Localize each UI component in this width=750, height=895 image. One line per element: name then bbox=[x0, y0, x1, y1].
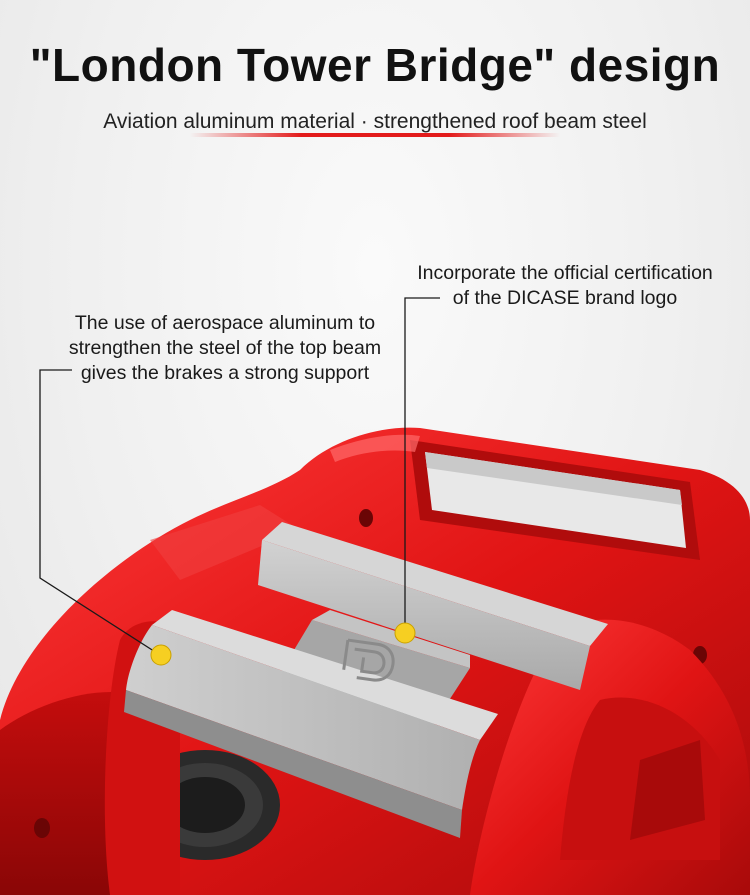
callout-left-line-2: strengthen the steel of the top beam bbox=[68, 337, 382, 359]
callout-right-leader bbox=[404, 297, 440, 632]
title-underline bbox=[190, 133, 560, 137]
dicase-logo-icon bbox=[342, 638, 395, 682]
callout-left-line-3: gives the brakes a strong support bbox=[80, 362, 370, 384]
callout-left-line-1: The use of aerospace aluminum to bbox=[74, 312, 376, 334]
callout-top-beam: The use of aerospace aluminum to strengt… bbox=[40, 311, 410, 386]
callout-brand-logo: Incorporate the official certification o… bbox=[380, 261, 750, 311]
caliper-body bbox=[0, 427, 750, 895]
page-subtitle: Aviation aluminum material · strengthene… bbox=[103, 110, 647, 133]
callout-left-leader bbox=[39, 369, 161, 656]
callout-lines bbox=[39, 297, 440, 656]
page-title: "London Tower Bridge" design bbox=[29, 39, 721, 91]
callout-right-line-2: of the DICASE brand logo bbox=[452, 287, 678, 309]
bridge-beam bbox=[124, 522, 608, 838]
callout-right-line-1: Incorporate the official certification bbox=[417, 262, 713, 284]
marker-right-dot bbox=[394, 622, 416, 644]
marker-left-dot bbox=[150, 644, 172, 666]
